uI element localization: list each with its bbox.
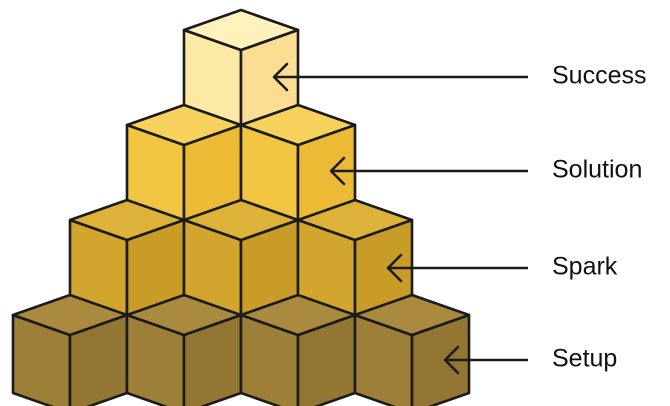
label-setup: Setup: [552, 345, 617, 373]
cube-setup-4: [355, 295, 469, 406]
label-success: Success: [552, 62, 646, 90]
cube-setup-2: [127, 295, 241, 406]
cubes-layer: [13, 10, 469, 406]
label-spark: Spark: [552, 253, 618, 281]
cube-setup-1: [13, 295, 127, 406]
cube-setup-3: [241, 295, 355, 406]
label-solution: Solution: [552, 156, 642, 184]
